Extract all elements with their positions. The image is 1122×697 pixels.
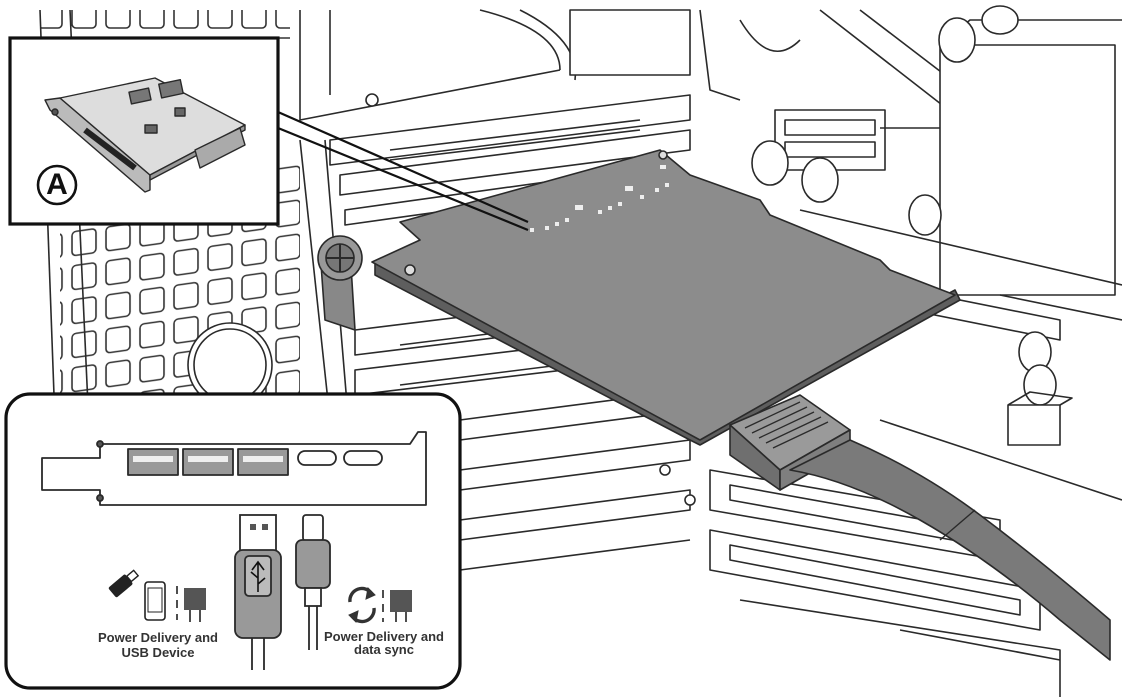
usb-c-plug (295, 514, 331, 650)
usb-c-caption-line1: Power Delivery and (324, 629, 444, 644)
usb-c-caption-line2: data sync (354, 642, 414, 657)
usb-a-caption-line2: USB Device (121, 645, 195, 660)
power-device-icon (184, 588, 206, 622)
usb-a-caption-line1: Power Delivery and (98, 630, 218, 645)
usb-a-plug (234, 514, 282, 670)
usb-c-port-2 (343, 450, 383, 466)
usb-c-caption: Power Delivery and data sync (306, 629, 462, 657)
usb-a-caption: Power Delivery and USB Device (78, 630, 238, 660)
inset-letter-badge (36, 164, 78, 206)
inset-card-view (8, 36, 280, 226)
power-device-icon (390, 590, 412, 622)
io-bracket (41, 431, 427, 506)
motherboard-components (709, 5, 1122, 697)
usb-c-port-1 (297, 450, 337, 466)
usb-expansion-card (371, 149, 1111, 661)
usb-stick-icon (108, 569, 140, 598)
inset-letter: A (46, 168, 68, 201)
ports-legend-panel (4, 392, 462, 690)
smartphone-icon (144, 581, 166, 621)
power-cable (789, 439, 1111, 661)
sync-arrows-icon (348, 586, 376, 624)
callout-lines (277, 110, 529, 232)
bracket-thumb-screw (317, 235, 363, 331)
usb-symbol-icon (244, 555, 272, 597)
